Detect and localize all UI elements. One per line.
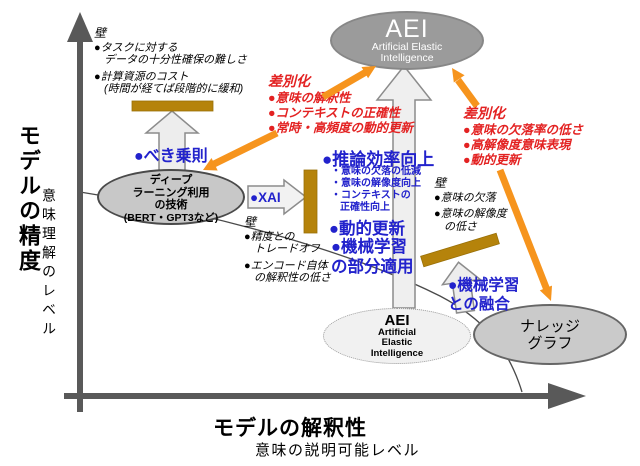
wall-middle-bullet2b: の解釈性の低さ [254, 272, 331, 284]
aei-top-sub2: Intelligence [380, 52, 434, 64]
wall-right-bullet2: ●意味の解像度 [434, 208, 507, 220]
aei-top-title: AEI [385, 14, 429, 43]
differentiation-left-bullet3: ●常時・高頻度の動的更新 [268, 121, 414, 135]
xai-note: ●XAI [250, 190, 281, 205]
y-axis-title: モデルの精度 [16, 124, 41, 274]
ml-fusion-line2: との融合 [448, 296, 510, 313]
aei-bottom-sub1: Artificial [377, 326, 416, 338]
ml-fusion-line1: ●機械学習 [448, 277, 520, 294]
wall-bar-right [420, 232, 500, 268]
wall-right-bullet2b: の低さ [444, 220, 477, 233]
differentiation-left-bullet2: ●コンテキストの正確性 [268, 106, 401, 120]
aei-top-ellipse: AEI Artificial Elastic Intelligence [330, 11, 484, 70]
wall-bar-top [131, 100, 214, 112]
dynamic-update-note: ●動的更新 [329, 220, 405, 238]
knowledge-graph-ellipse: ナレッジ グラフ [473, 304, 627, 365]
differentiation-right-bullet3: ●動的更新 [463, 153, 521, 167]
differentiation-right-text: 差別化 ●意味の欠落率の低さ ●高解像度意味表現 ●動的更新 [463, 106, 583, 168]
differentiation-right-title: 差別化 [463, 105, 505, 121]
aei-bottom-ellipse: AEI Artificial Elastic Intelligence [323, 308, 471, 364]
wall-top-label: 壁 [94, 26, 107, 40]
wall-right-text: 壁 ●意味の欠落 ●意味の解像度 の低さ [434, 177, 507, 233]
x-axis-arrowhead-icon [548, 383, 586, 409]
inference-note-sub2: ・意味の解像度向上 [331, 178, 421, 189]
wall-middle-bullet1b: トレードオフ [254, 243, 320, 255]
ml-partial-line1: ●機械学習 [331, 238, 407, 256]
ml-partial-line2: の部分適用 [331, 257, 414, 276]
inference-note-sub1: ・意味の欠落の低減 [331, 166, 421, 177]
inference-note-title: ●推論効率向上 [322, 150, 435, 169]
differentiation-right-bullet1: ●意味の欠落率の低さ [463, 123, 584, 137]
aei-bottom-sub3: Intelligence [370, 347, 424, 359]
wall-top-bullet2b: (時間が経てば段階的に緩和) [104, 83, 244, 95]
knowledge-graph-line1: ナレッジ [519, 317, 580, 335]
differentiation-right-bullet2: ●高解像度意味表現 [463, 138, 571, 152]
wall-top-bullet2: ●計算資源のコスト [94, 70, 189, 83]
wall-bar-middle [303, 169, 318, 234]
up-block-arrow-knowledge-graph-icon [440, 261, 482, 314]
differentiation-left-bullet1: ●意味の解釈性 [268, 91, 351, 105]
aei-bottom-sub2: Elastic [381, 337, 413, 349]
inference-note-sub4: 正確性向上 [340, 202, 390, 213]
knowledge-graph-line2: グラフ [527, 334, 573, 352]
aei-bottom-title: AEI [384, 311, 410, 329]
deep-learning-line4: (BERT・GPT3など) [123, 211, 219, 224]
wall-middle-label: 壁 [244, 215, 257, 229]
x-axis-title: モデルの解釈性 [213, 417, 367, 440]
x-axis-subtitle: 意味の説明可能レベル [255, 442, 421, 459]
deep-learning-ellipse: ディープ ラーニング利用 の技術 (BERT・GPT3など) [97, 169, 245, 225]
deep-learning-line3: の技術 [154, 199, 188, 211]
wall-top-bullet1: ●タスクに対する [94, 41, 178, 54]
aei-top-sub1: Artificial Elastic [371, 40, 443, 53]
y-axis-subtitle: 意味理解のレベル [41, 188, 57, 340]
inference-note-sub3: ・コンテキストの [331, 190, 411, 201]
deep-learning-line1: ディープ [149, 174, 193, 186]
wall-right-label: 壁 [434, 176, 447, 190]
ml-partial-note: ●機械学習 の部分適用 [331, 238, 414, 277]
power-law-note: ●べき乗則 [134, 148, 208, 165]
differentiation-left-title: 差別化 [268, 73, 310, 89]
differentiation-left-text: 差別化 ●意味の解釈性 ●コンテキストの正確性 ●常時・高頻度の動的更新 [268, 74, 413, 136]
wall-right-bullet1: ●意味の欠落 [434, 191, 496, 204]
wall-middle-bullet1: ●精度との [244, 230, 295, 243]
wall-middle-bullet2: ●エンコード自体 [244, 259, 328, 272]
y-axis-arrowhead-icon [67, 12, 93, 42]
deep-learning-line2: ラーニング利用 [132, 186, 210, 199]
wall-top-bullet1b: データの十分性確保の難しさ [104, 54, 247, 66]
wall-top-text: 壁 ●タスクに対する データの十分性確保の難しさ ●計算資源のコスト (時間が経… [94, 27, 247, 96]
right-block-arrow-xai-icon [247, 178, 308, 216]
ml-fusion-note: ●機械学習 との融合 [448, 276, 519, 314]
wall-middle-text: 壁 ●精度との トレードオフ ●エンコード自体 の解釈性の低さ [244, 216, 331, 285]
